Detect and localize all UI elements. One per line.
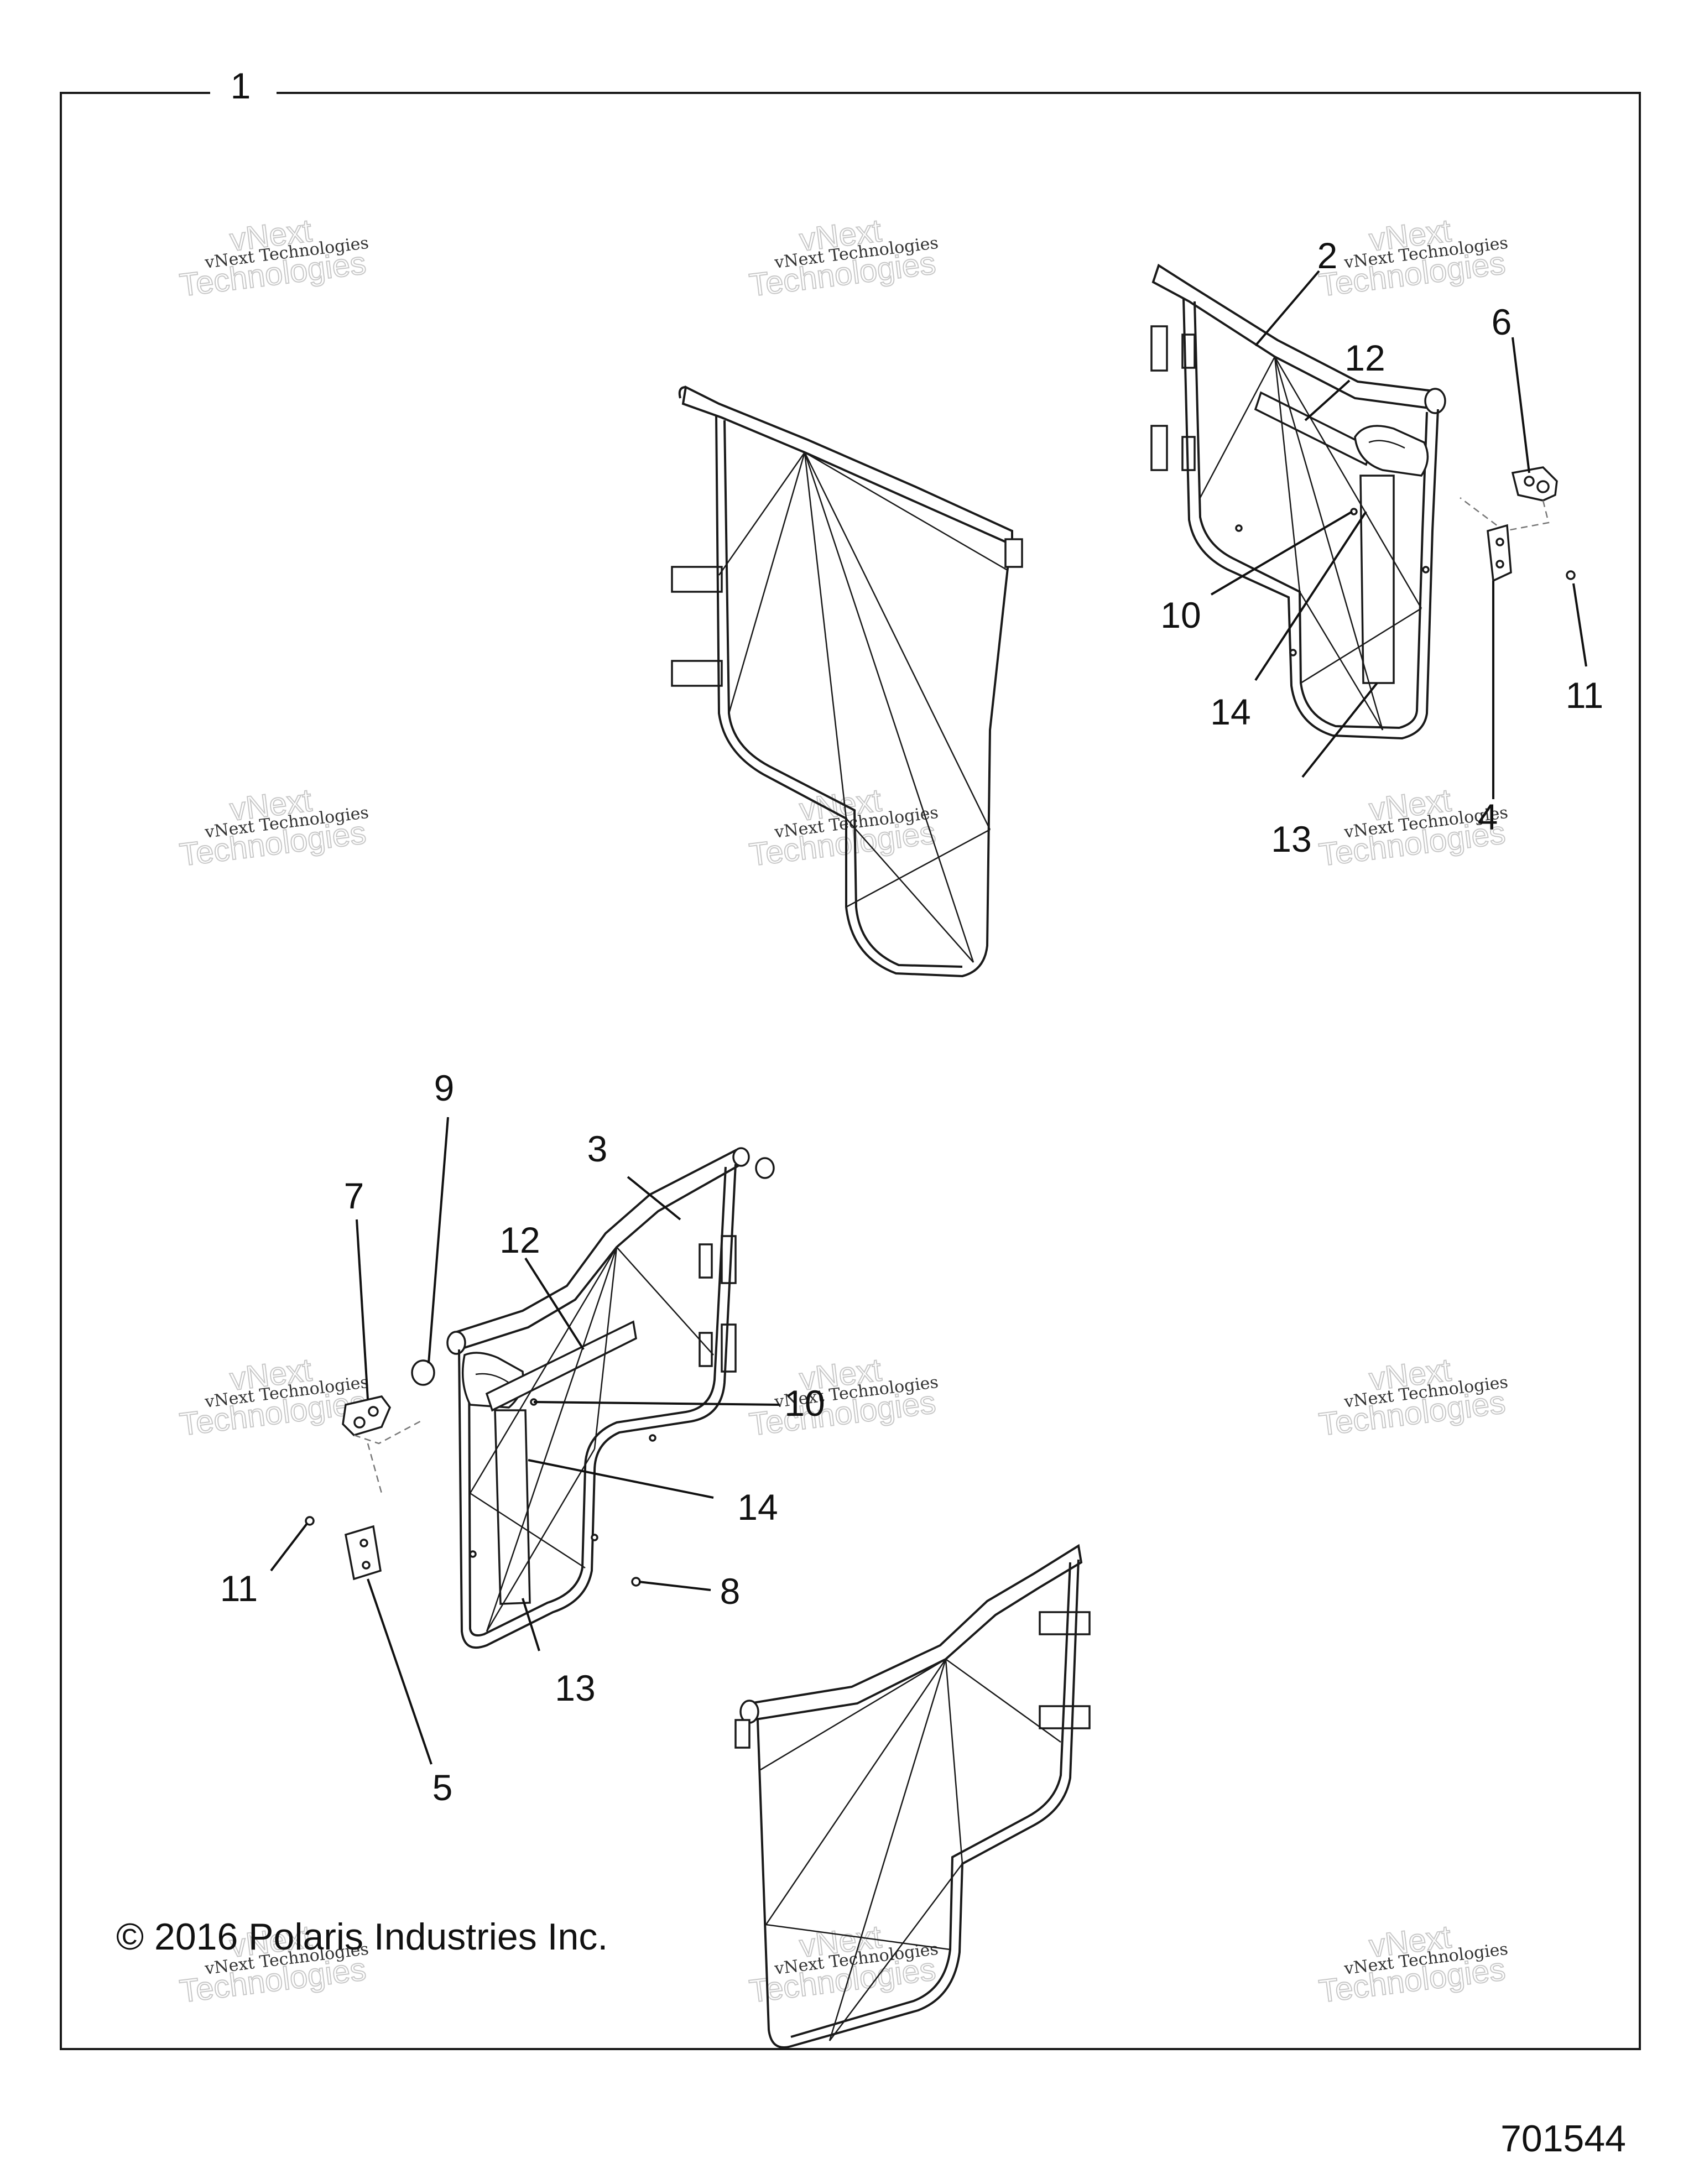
watermark-2: vNext Technologies vNext Technologies: [747, 212, 939, 304]
watermark-6: vNext Technologies vNext Technologies: [1316, 781, 1509, 873]
screw-8: [631, 1577, 641, 1587]
figure-number: 701544: [1500, 2118, 1626, 2160]
screw-right: [1566, 570, 1576, 580]
watermark-9: vNext Technologies vNext Technologies: [1316, 1351, 1509, 1443]
callout-11-upper: 11: [1566, 675, 1604, 716]
diagram-frame: 1: [60, 65, 1641, 2050]
door-assembly-right: [1150, 263, 1446, 740]
door-assembly-left: [446, 1147, 775, 1649]
callout-11-lower: 11: [220, 1568, 258, 1609]
callout-4: 4: [1478, 796, 1498, 837]
callout-9: 9: [434, 1067, 455, 1108]
callout-12-lower: 12: [499, 1219, 540, 1260]
watermark-8: vNext Technologies vNext Technologies: [747, 1351, 939, 1443]
watermarks: vNext Technologies vNext Technologies vN…: [177, 212, 1509, 2010]
latch-bracket-left: [344, 1525, 382, 1581]
callout-7: 7: [344, 1175, 364, 1216]
callout-14-upper: 14: [1210, 691, 1250, 732]
screw-left: [305, 1516, 315, 1526]
callout-10-upper: 10: [1160, 595, 1201, 635]
watermark-4: vNext Technologies vNext Technologies: [177, 781, 369, 873]
watermark-1: vNext Technologies vNext Technologies: [177, 212, 369, 304]
door-latch-left: [342, 1395, 421, 1494]
watermark-7: vNext Technologies vNext Technologies: [177, 1351, 369, 1443]
callout-13-upper: 13: [1271, 819, 1311, 859]
callout-2: 2: [1317, 235, 1338, 276]
callout-13-lower: 13: [555, 1667, 595, 1708]
door-panel-lower: [734, 1544, 1091, 2049]
watermark-3: vNext Technologies vNext Technologies: [1316, 212, 1509, 304]
callout-12-upper: 12: [1344, 337, 1385, 378]
copyright-text: © 2016 Polaris Industries Inc.: [116, 1916, 608, 1958]
watermark-11: vNext Technologies vNext Technologies: [747, 1918, 939, 2010]
watermark-12: vNext Technologies vNext Technologies: [1316, 1918, 1509, 2010]
callout-labels: 2 12 6 10 14 11 4 13 9 3 7 12 10 14 8 11…: [220, 235, 1604, 1808]
callout-5: 5: [432, 1767, 453, 1808]
tube-cap: [411, 1359, 435, 1386]
callout-3: 3: [587, 1128, 608, 1169]
door-panel-upper: [671, 385, 1023, 978]
callout-6: 6: [1492, 301, 1512, 342]
callout-14-lower: 14: [737, 1487, 778, 1528]
callout-10-lower: 10: [784, 1383, 825, 1424]
frame-label: 1: [231, 65, 251, 106]
callout-leaders: [270, 270, 1587, 1765]
door-latch-right: [1460, 466, 1558, 532]
callout-8: 8: [720, 1571, 741, 1612]
latch-bracket-right: [1487, 524, 1512, 582]
